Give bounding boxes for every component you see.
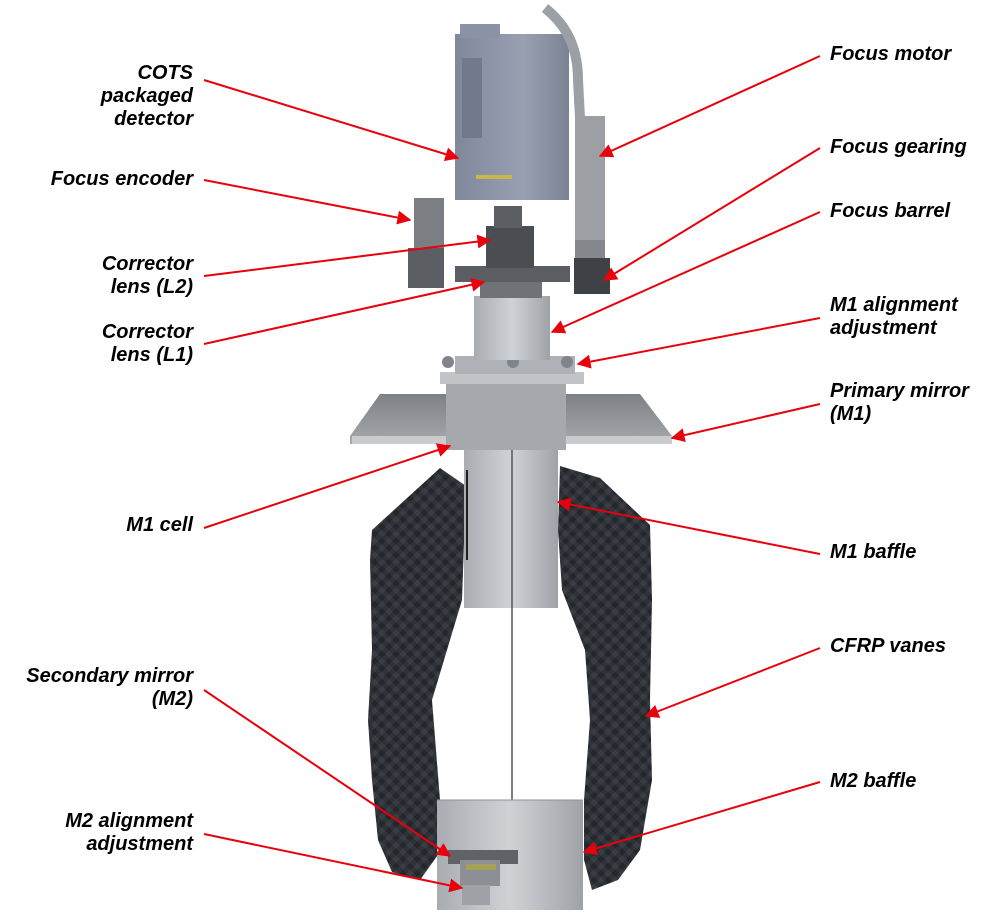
focus-motor — [575, 116, 605, 244]
label-focus-encoder: Focus encoder — [50, 168, 193, 190]
label-focus-barrel: Focus barrel — [830, 200, 951, 222]
label-focus-motor: Focus motor — [830, 43, 952, 65]
label-secondary-mirror: Secondary mirror(M2) — [26, 665, 193, 710]
label-primary-mirror: Primary mirror(M1) — [830, 380, 969, 425]
focus-barrel — [474, 296, 550, 360]
focus-gear — [574, 258, 610, 294]
focus-encoder — [414, 198, 444, 254]
label-m1-cell: M1 cell — [126, 514, 193, 536]
focus-gear-ring — [455, 266, 570, 282]
label-focus-gearing: Focus gearing — [830, 136, 967, 158]
m1-cell — [446, 380, 566, 450]
label-m1-baffle: M1 baffle — [830, 541, 917, 563]
label-cfrp-vanes: CFRP vanes — [830, 635, 946, 657]
m1-baffle-tube — [464, 440, 558, 608]
label-m2-baffle: M2 baffle — [830, 770, 917, 792]
focus-motor-cable — [541, 4, 585, 119]
